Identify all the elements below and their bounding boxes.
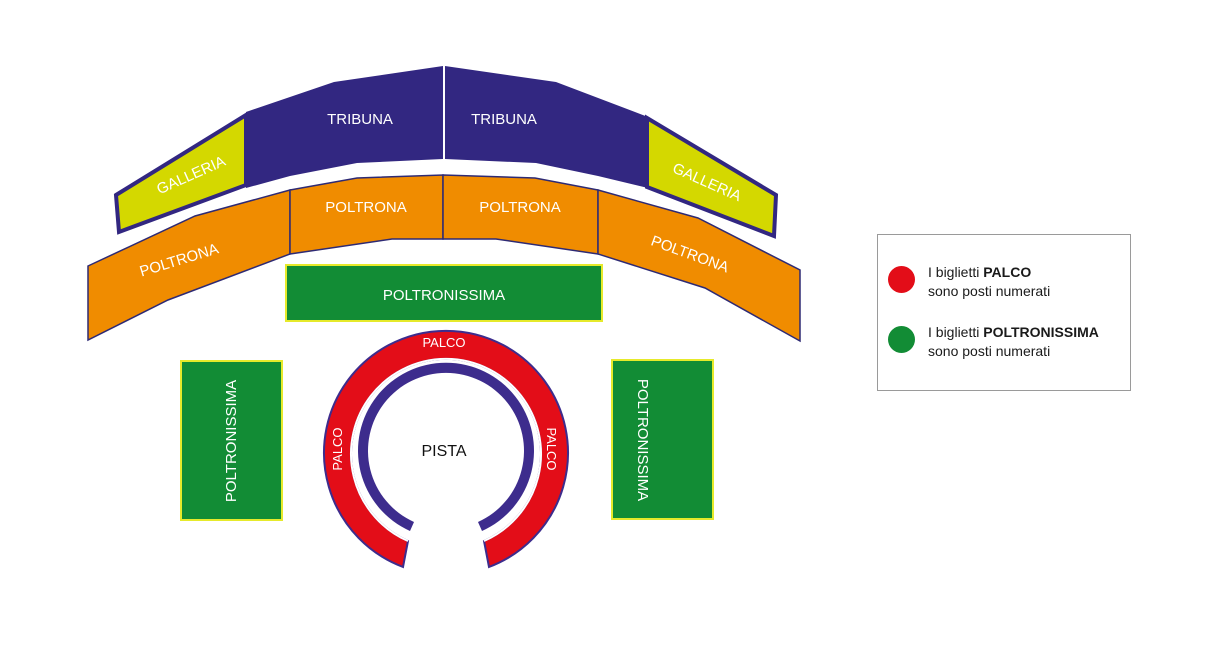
legend-poltronissima-line2: sono posti numerati [928,343,1051,359]
legend-palco-line2: sono posti numerati [928,283,1051,299]
poltrona-far-right-section[interactable] [597,189,801,343]
poltronissima-left-label: POLTRONISSIMA [223,380,240,502]
legend-palco: I biglietti PALCO sono posti numerati [888,263,1050,301]
legend-palco-bold: PALCO [983,264,1032,280]
poltrona-mid-right-label: POLTRONA [479,199,560,216]
legend-palco-text: I biglietti PALCO sono posti numerati [928,263,1050,301]
legend-palco-prefix: I biglietti [928,264,984,280]
tribuna-left-section[interactable] [246,66,443,188]
poltronissima-left-section[interactable] [180,360,283,521]
poltronissima-top-section[interactable] [285,264,603,322]
palco-left-label: PALCO [330,427,345,470]
legend-poltronissima-bold: POLTRONISSIMA [983,324,1099,340]
poltronissima-right-section[interactable] [611,359,714,520]
tribuna-right-label: TRIBUNA [471,111,537,128]
legend: I biglietti PALCO sono posti numerati I … [877,234,1131,391]
green-dot-icon [888,326,915,353]
legend-poltronissima: I biglietti POLTRONISSIMA sono posti num… [888,323,1099,361]
palco-right-label: PALCO [544,427,559,470]
poltronissima-right-label: POLTRONISSIMA [634,379,651,501]
legend-poltronissima-prefix: I biglietti [928,324,984,340]
tribuna-left-label: TRIBUNA [327,111,393,128]
legend-poltronissima-text: I biglietti POLTRONISSIMA sono posti num… [928,323,1099,361]
poltronissima-top-label: POLTRONISSIMA [383,287,505,304]
pista-label: PISTA [421,443,466,460]
poltrona-mid-left-label: POLTRONA [325,199,406,216]
red-dot-icon [888,266,915,293]
palco-inner-line [350,357,542,542]
tribuna-right-section[interactable] [445,66,648,188]
palco-top-label: PALCO [422,335,465,350]
